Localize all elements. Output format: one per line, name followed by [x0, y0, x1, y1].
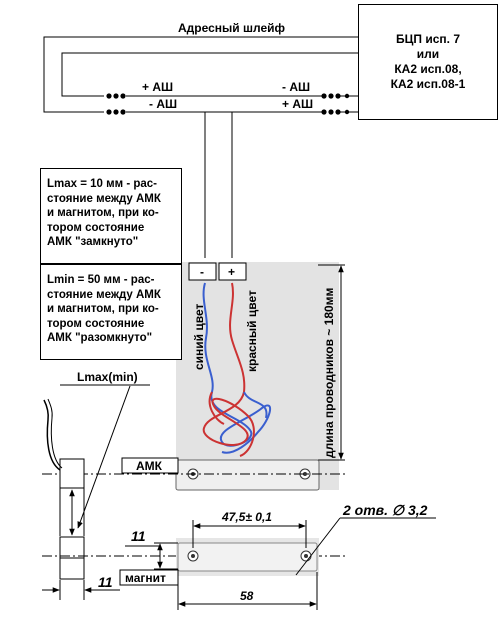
height-dimension-label: 11	[131, 528, 146, 544]
plus-ash-left-label: + АШ	[142, 80, 173, 94]
side-dimension-label: 11	[98, 574, 113, 590]
controller-line-2: или	[416, 47, 440, 61]
wire-break-dots	[106, 93, 350, 115]
amk-device	[175, 459, 320, 491]
wire-length-label: длина проводников ~ 180мм	[322, 287, 336, 458]
magnet-side-view	[59, 488, 85, 580]
wires	[202, 282, 272, 457]
holes-note-leader	[295, 517, 341, 576]
minus-ash-right-label: - АШ	[282, 80, 310, 94]
holes-dimension	[192, 520, 307, 548]
terminal-minus-box	[188, 262, 217, 281]
holes-note: 2 отв. ∅ 3,2	[342, 502, 428, 518]
gap-label: Lmax(min)	[77, 370, 138, 384]
bus-lines	[126, 95, 322, 258]
note-lmin-line-1: Lmin = 50 мм - рас-	[47, 274, 155, 286]
note-lmax: Lmax = 10 мм - рас- стояние между АМК и …	[40, 168, 182, 264]
note-lmin-line-3: и магнитом, при ко-	[47, 303, 159, 315]
holes-dimension-label: 47,5± 0,1	[221, 510, 272, 524]
amk-label: АМК	[136, 459, 163, 473]
minus-ash-left-label: - АШ	[149, 97, 177, 111]
note-lmax-line-2: стояние между АМК	[47, 192, 161, 205]
controller-line-3: КА2 исп.08,	[394, 62, 462, 76]
note-lmax-line-4: тором состояние	[47, 221, 145, 234]
wire-blue-label: синий цвет	[192, 304, 206, 370]
amk-label-box	[121, 457, 179, 474]
note-lmax-line-3: и магнитом, при ко-	[47, 207, 159, 219]
note-lmin: Lmin = 50 мм - рас- стояние между АМК и …	[40, 264, 182, 360]
terminal-plus-box	[218, 262, 247, 281]
note-lmax-line-1: Lmax = 10 мм - рас-	[47, 178, 158, 190]
wire-red-label: красный цвет	[245, 290, 259, 372]
controller-line-1: БЦП исп. 7	[396, 32, 460, 46]
length-dimension	[177, 572, 318, 610]
length-dimension-label: 58	[240, 589, 254, 603]
loop-label: Адресный шлейф	[178, 21, 286, 35]
controller-box: БЦП исп. 7 или КА2 исп.08, КА2 исп.08-1	[358, 4, 498, 120]
magnet-device	[177, 542, 318, 572]
gap-leader	[77, 385, 131, 529]
side-dimension	[42, 580, 120, 600]
amk-side-view	[43, 398, 85, 489]
controller-line-4: КА2 исп.08-1	[390, 77, 466, 91]
magnet-label: магнит	[125, 571, 166, 585]
note-lmin-line-5: АМК "разомкнуто"	[47, 332, 153, 344]
note-lmin-line-4: тором состояние	[47, 317, 145, 330]
height-dimension	[125, 542, 178, 570]
note-lmin-line-2: стояние между АМК	[47, 288, 161, 301]
wire-length-dimension	[318, 264, 345, 461]
note-lmax-line-5: АМК "замкнуто"	[47, 236, 139, 248]
terminal-minus: -	[200, 265, 204, 279]
plus-ash-right-label: + АШ	[282, 97, 313, 111]
terminal-plus: +	[228, 265, 235, 279]
